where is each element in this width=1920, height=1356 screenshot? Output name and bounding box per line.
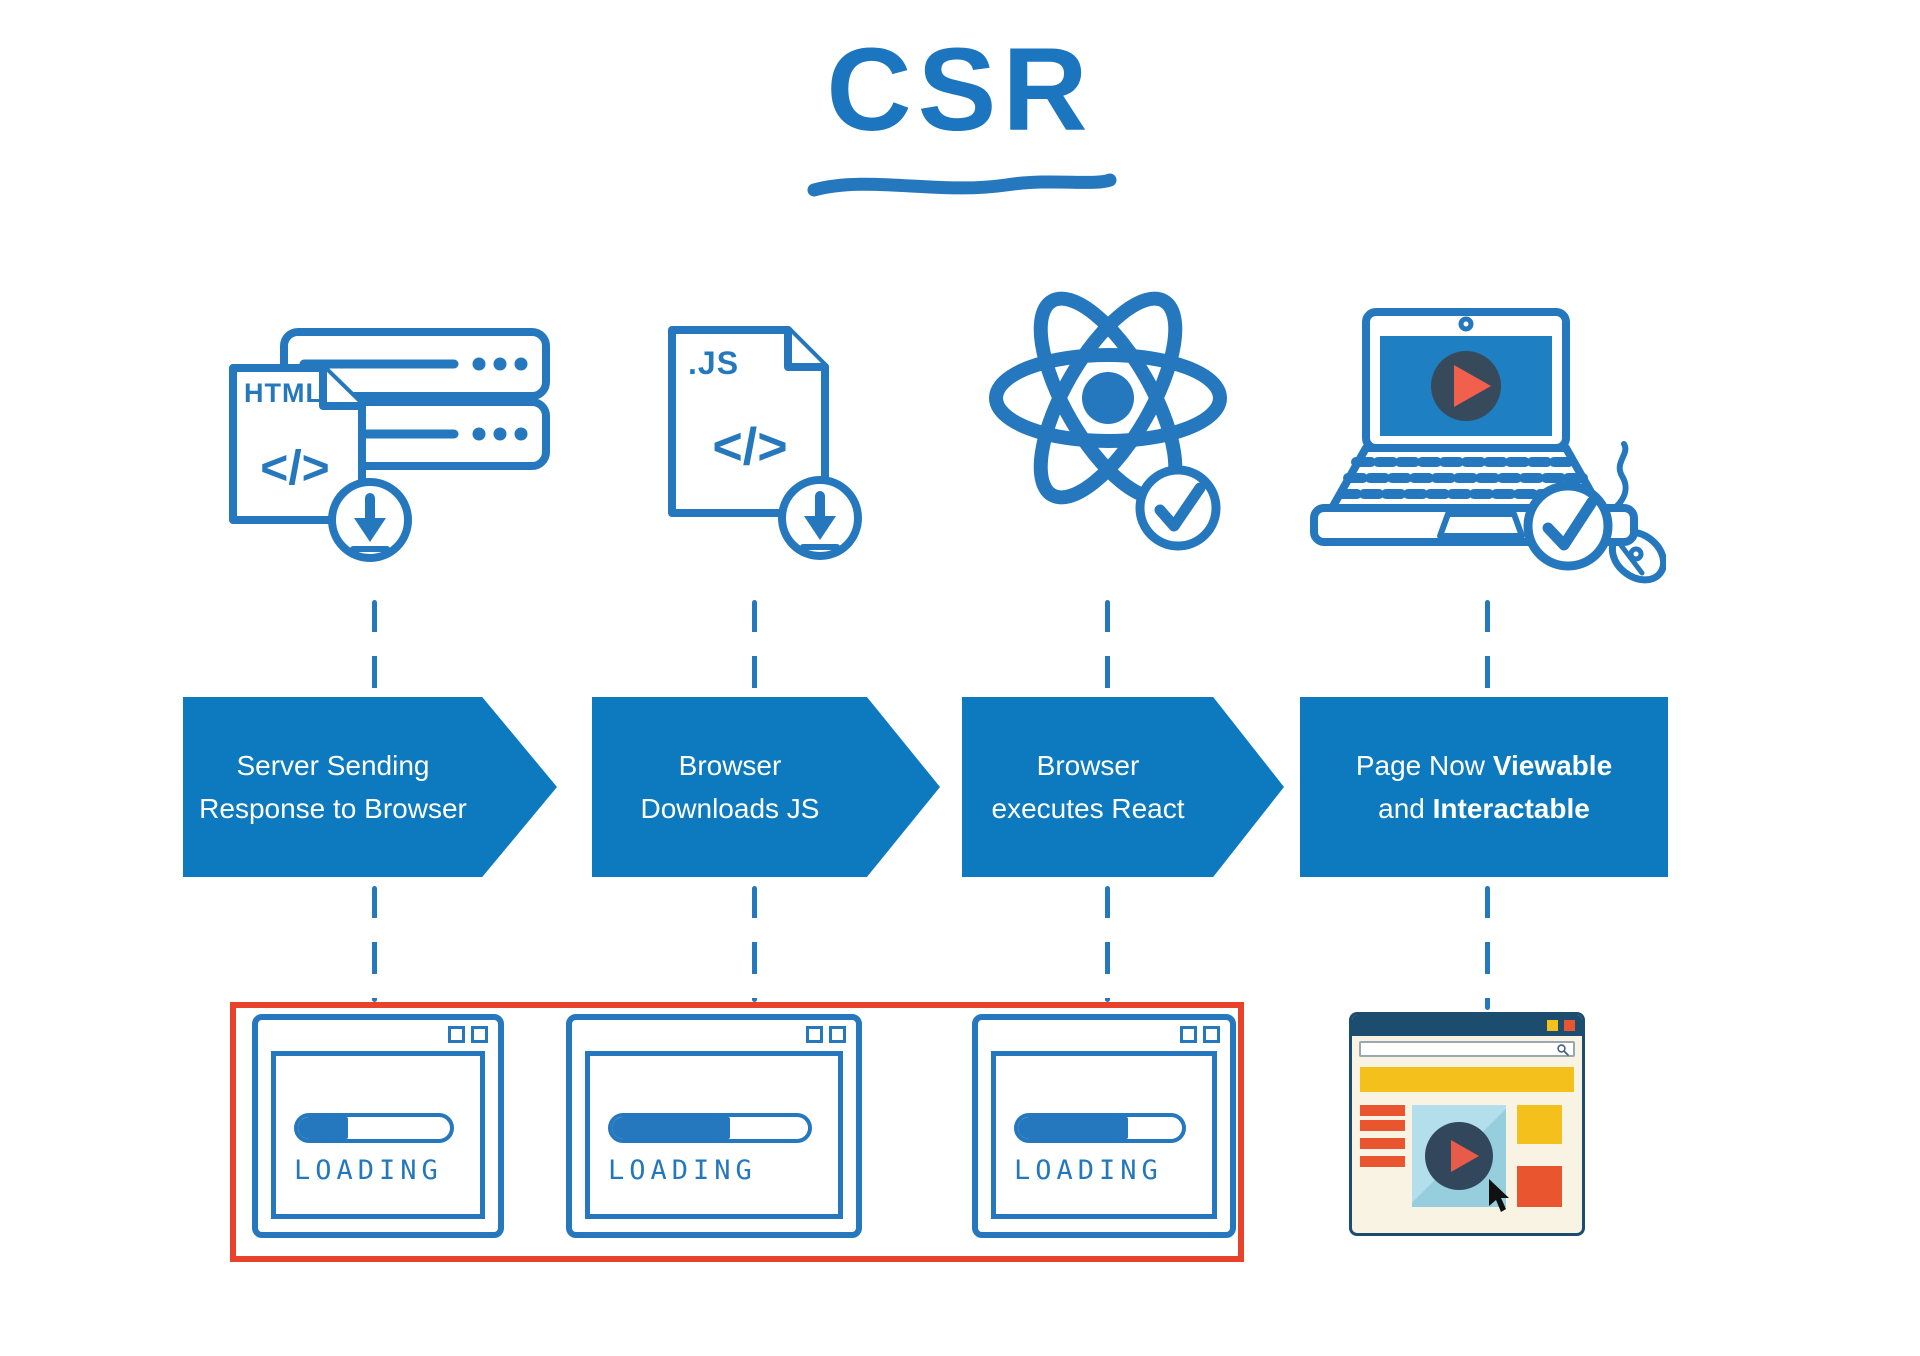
page-content bbox=[1360, 1105, 1574, 1220]
laptop-ready-icon bbox=[1310, 308, 1666, 584]
progress-fill bbox=[298, 1116, 349, 1139]
window-content: LOADING bbox=[271, 1051, 485, 1219]
progress-fill bbox=[1018, 1116, 1128, 1139]
html-file-label: HTML bbox=[244, 378, 323, 408]
html-file-icon: HTML </> bbox=[229, 364, 366, 524]
step-label-line: executes React bbox=[991, 793, 1185, 824]
js-code-glyph: </> bbox=[712, 418, 787, 476]
progress-bar bbox=[1014, 1112, 1186, 1143]
loading-browser-window: LOADING bbox=[252, 1014, 504, 1238]
step-server-response: Server Sending Response to Browser bbox=[183, 697, 557, 877]
sidebar-block bbox=[1517, 1105, 1562, 1144]
step-label-line: Page Now Viewable bbox=[1356, 744, 1612, 787]
rendered-page-window bbox=[1349, 1012, 1585, 1236]
window-content: LOADING bbox=[585, 1051, 843, 1219]
check-badge-icon bbox=[1135, 465, 1221, 551]
window-buttons-icon bbox=[448, 1026, 488, 1043]
laptop-icon bbox=[1310, 308, 1638, 546]
progress-bar bbox=[294, 1112, 454, 1143]
search-icon bbox=[1557, 1044, 1569, 1056]
download-badge-icon bbox=[778, 476, 862, 560]
check-badge-icon bbox=[1523, 481, 1613, 571]
loading-browser-window: LOADING bbox=[972, 1014, 1236, 1238]
connector-dash bbox=[372, 600, 377, 690]
titlebar-button-icon bbox=[1547, 1020, 1558, 1031]
react-logo-icon bbox=[989, 291, 1227, 551]
title-underline bbox=[807, 173, 1117, 197]
js-file-icon: .JS </> bbox=[668, 326, 829, 517]
connector-dash bbox=[1105, 600, 1110, 690]
progress-bar bbox=[608, 1112, 812, 1143]
window-buttons-icon bbox=[1180, 1026, 1220, 1043]
server-html-download-icon: HTML </> bbox=[229, 328, 550, 562]
browser-titlebar bbox=[1352, 1015, 1582, 1036]
progress-fill bbox=[612, 1116, 730, 1139]
step-label-line: Browser bbox=[678, 749, 782, 781]
connector-dash bbox=[1485, 600, 1490, 690]
address-bar bbox=[1359, 1041, 1575, 1057]
cursor-icon bbox=[1489, 1179, 1509, 1212]
js-file-download-icon: .JS </> bbox=[668, 326, 862, 560]
loading-label: LOADING bbox=[1014, 1154, 1163, 1186]
download-badge-icon bbox=[328, 478, 412, 562]
page-banner-block bbox=[1360, 1067, 1574, 1092]
window-content: LOADING bbox=[991, 1051, 1217, 1219]
js-file-label: .JS bbox=[688, 345, 739, 381]
connector-dash bbox=[1105, 886, 1110, 1002]
loading-label: LOADING bbox=[608, 1154, 757, 1186]
step-label-bold: Viewable bbox=[1492, 749, 1613, 781]
step-page-ready: Page Now Viewable and Interactable bbox=[1300, 697, 1668, 877]
step-label-bold: Interactable bbox=[1432, 793, 1590, 824]
titlebar-button-icon bbox=[1564, 1020, 1575, 1031]
connector-dash bbox=[752, 600, 757, 690]
play-triangle-icon bbox=[1451, 1140, 1479, 1172]
loading-browser-window: LOADING bbox=[566, 1014, 862, 1238]
step-label-line: Server Sending bbox=[236, 749, 430, 781]
loading-group-outline bbox=[230, 1002, 1244, 1262]
connector-dash bbox=[1485, 886, 1490, 1010]
step-label-text: and bbox=[1378, 793, 1433, 824]
step-label-line: Downloads JS bbox=[640, 793, 820, 824]
step-browser-downloads-js: Browser Downloads JS bbox=[592, 697, 940, 877]
connector-dash bbox=[372, 886, 377, 1002]
page-title: CSR bbox=[826, 24, 1094, 156]
loading-label: LOADING bbox=[294, 1154, 443, 1186]
html-code-glyph: </> bbox=[260, 442, 329, 495]
step-label-line: and Interactable bbox=[1378, 787, 1590, 830]
step-label-line: Browser bbox=[1036, 749, 1140, 781]
sidebar-block bbox=[1517, 1166, 1562, 1207]
step-label-text: Page Now bbox=[1355, 749, 1493, 781]
window-buttons-icon bbox=[806, 1026, 846, 1043]
step-label-line: Response to Browser bbox=[199, 793, 467, 824]
step-browser-executes-react: Browser executes React bbox=[962, 697, 1284, 877]
play-button-icon bbox=[1425, 1122, 1493, 1190]
connector-dash bbox=[752, 886, 757, 1002]
